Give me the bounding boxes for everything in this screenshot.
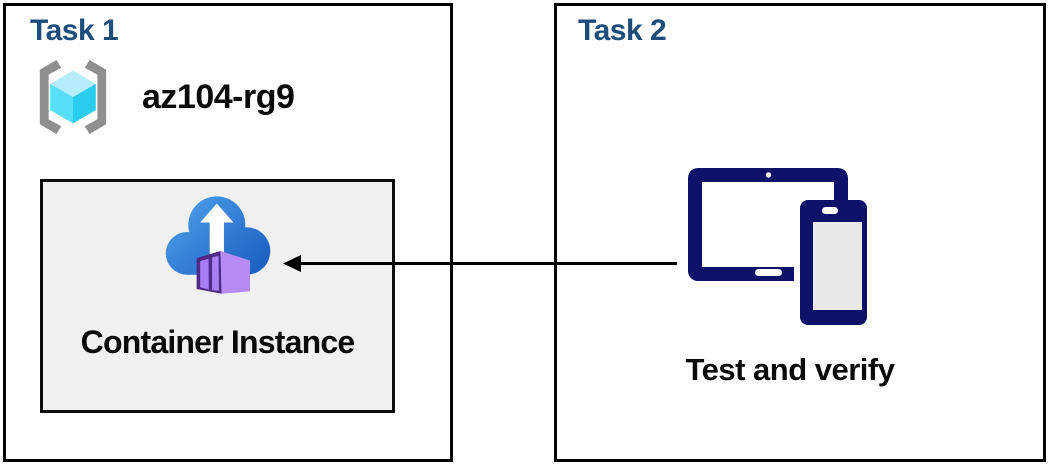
container-instance-label: Container Instance [80,324,355,360]
connector-arrow [283,255,677,272]
test-and-verify-label: Test and verify [685,352,895,387]
phone-icon [794,200,867,325]
upload-arrow-icon [199,203,233,256]
container-instance-icon [165,196,270,294]
task1-title: Task 1 [30,14,119,47]
arrowhead-left [283,255,301,272]
resource-group-name: az104-rg9 [142,77,295,116]
devices-icon [688,168,867,325]
resource-group-row: az104-rg9 [30,58,295,136]
container-cube [196,251,250,294]
task2-box: Task 2 Test and verify [554,3,1046,462]
task1-box: Task 1 az104-rg9 [3,3,453,462]
container-instance-box: Container Instance [40,179,395,413]
resource-group-icon [39,59,107,135]
task2-title: Task 2 [578,14,667,47]
